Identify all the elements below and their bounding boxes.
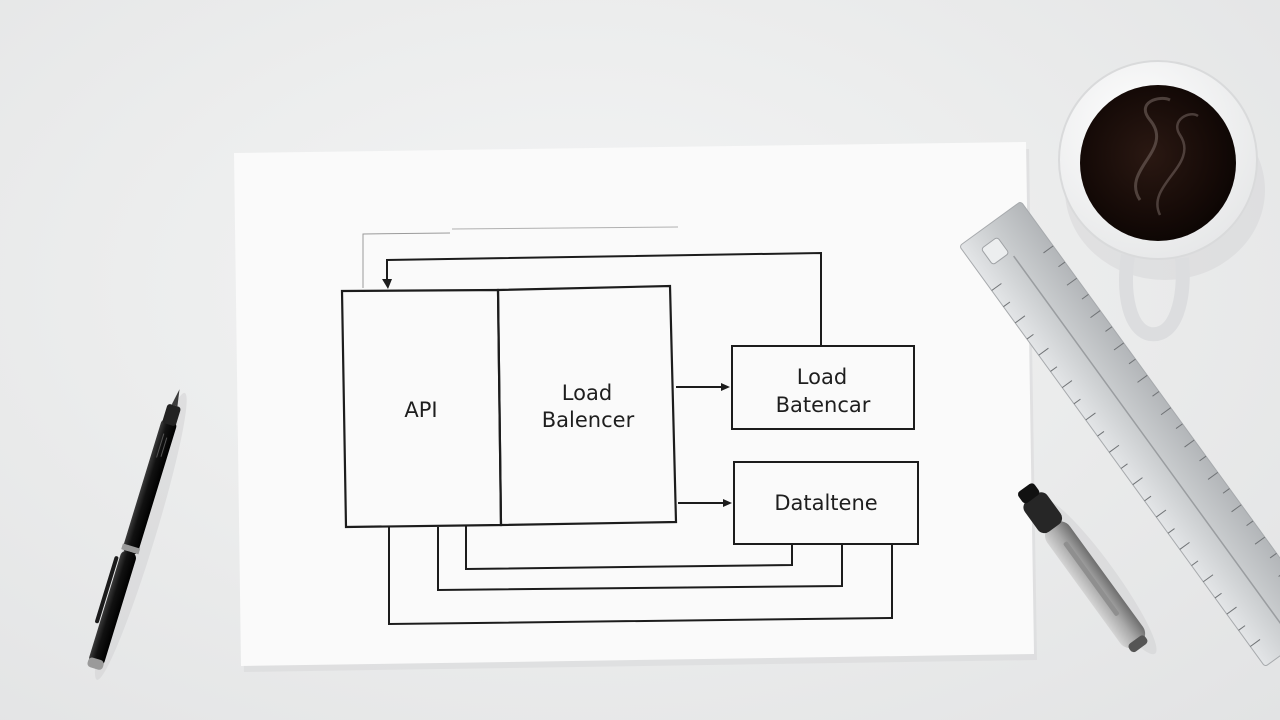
architecture-diagram bbox=[340, 226, 919, 626]
marker bbox=[1018, 483, 1157, 655]
guide-line bbox=[362, 232, 451, 288]
bottom-connector-3 bbox=[388, 527, 893, 626]
lb-small-label-line1: Load bbox=[797, 365, 847, 389]
load-balancer-main-box bbox=[496, 284, 678, 527]
feedback-arrowhead bbox=[382, 279, 392, 289]
api-label: API bbox=[404, 398, 437, 422]
load-balancer-small-box bbox=[731, 345, 915, 430]
lb-arrowhead bbox=[721, 383, 730, 391]
database-label: Dataltene bbox=[774, 491, 877, 515]
lb-main-label-line2: Balencer bbox=[542, 408, 635, 432]
bottom-connector-2 bbox=[437, 527, 843, 592]
coffee-mug bbox=[1058, 60, 1265, 342]
lb-small-label-line2: Batencar bbox=[776, 393, 871, 417]
bottom-connector-1 bbox=[465, 525, 793, 571]
guide-line bbox=[451, 226, 679, 230]
feedback-connector bbox=[386, 251, 822, 345]
pen bbox=[87, 389, 187, 680]
ruler bbox=[960, 202, 1280, 667]
db-arrowhead bbox=[723, 499, 732, 507]
paper-sheet bbox=[234, 142, 1037, 672]
database-box bbox=[733, 461, 919, 545]
lb-main-label-line1: Load bbox=[562, 381, 612, 405]
